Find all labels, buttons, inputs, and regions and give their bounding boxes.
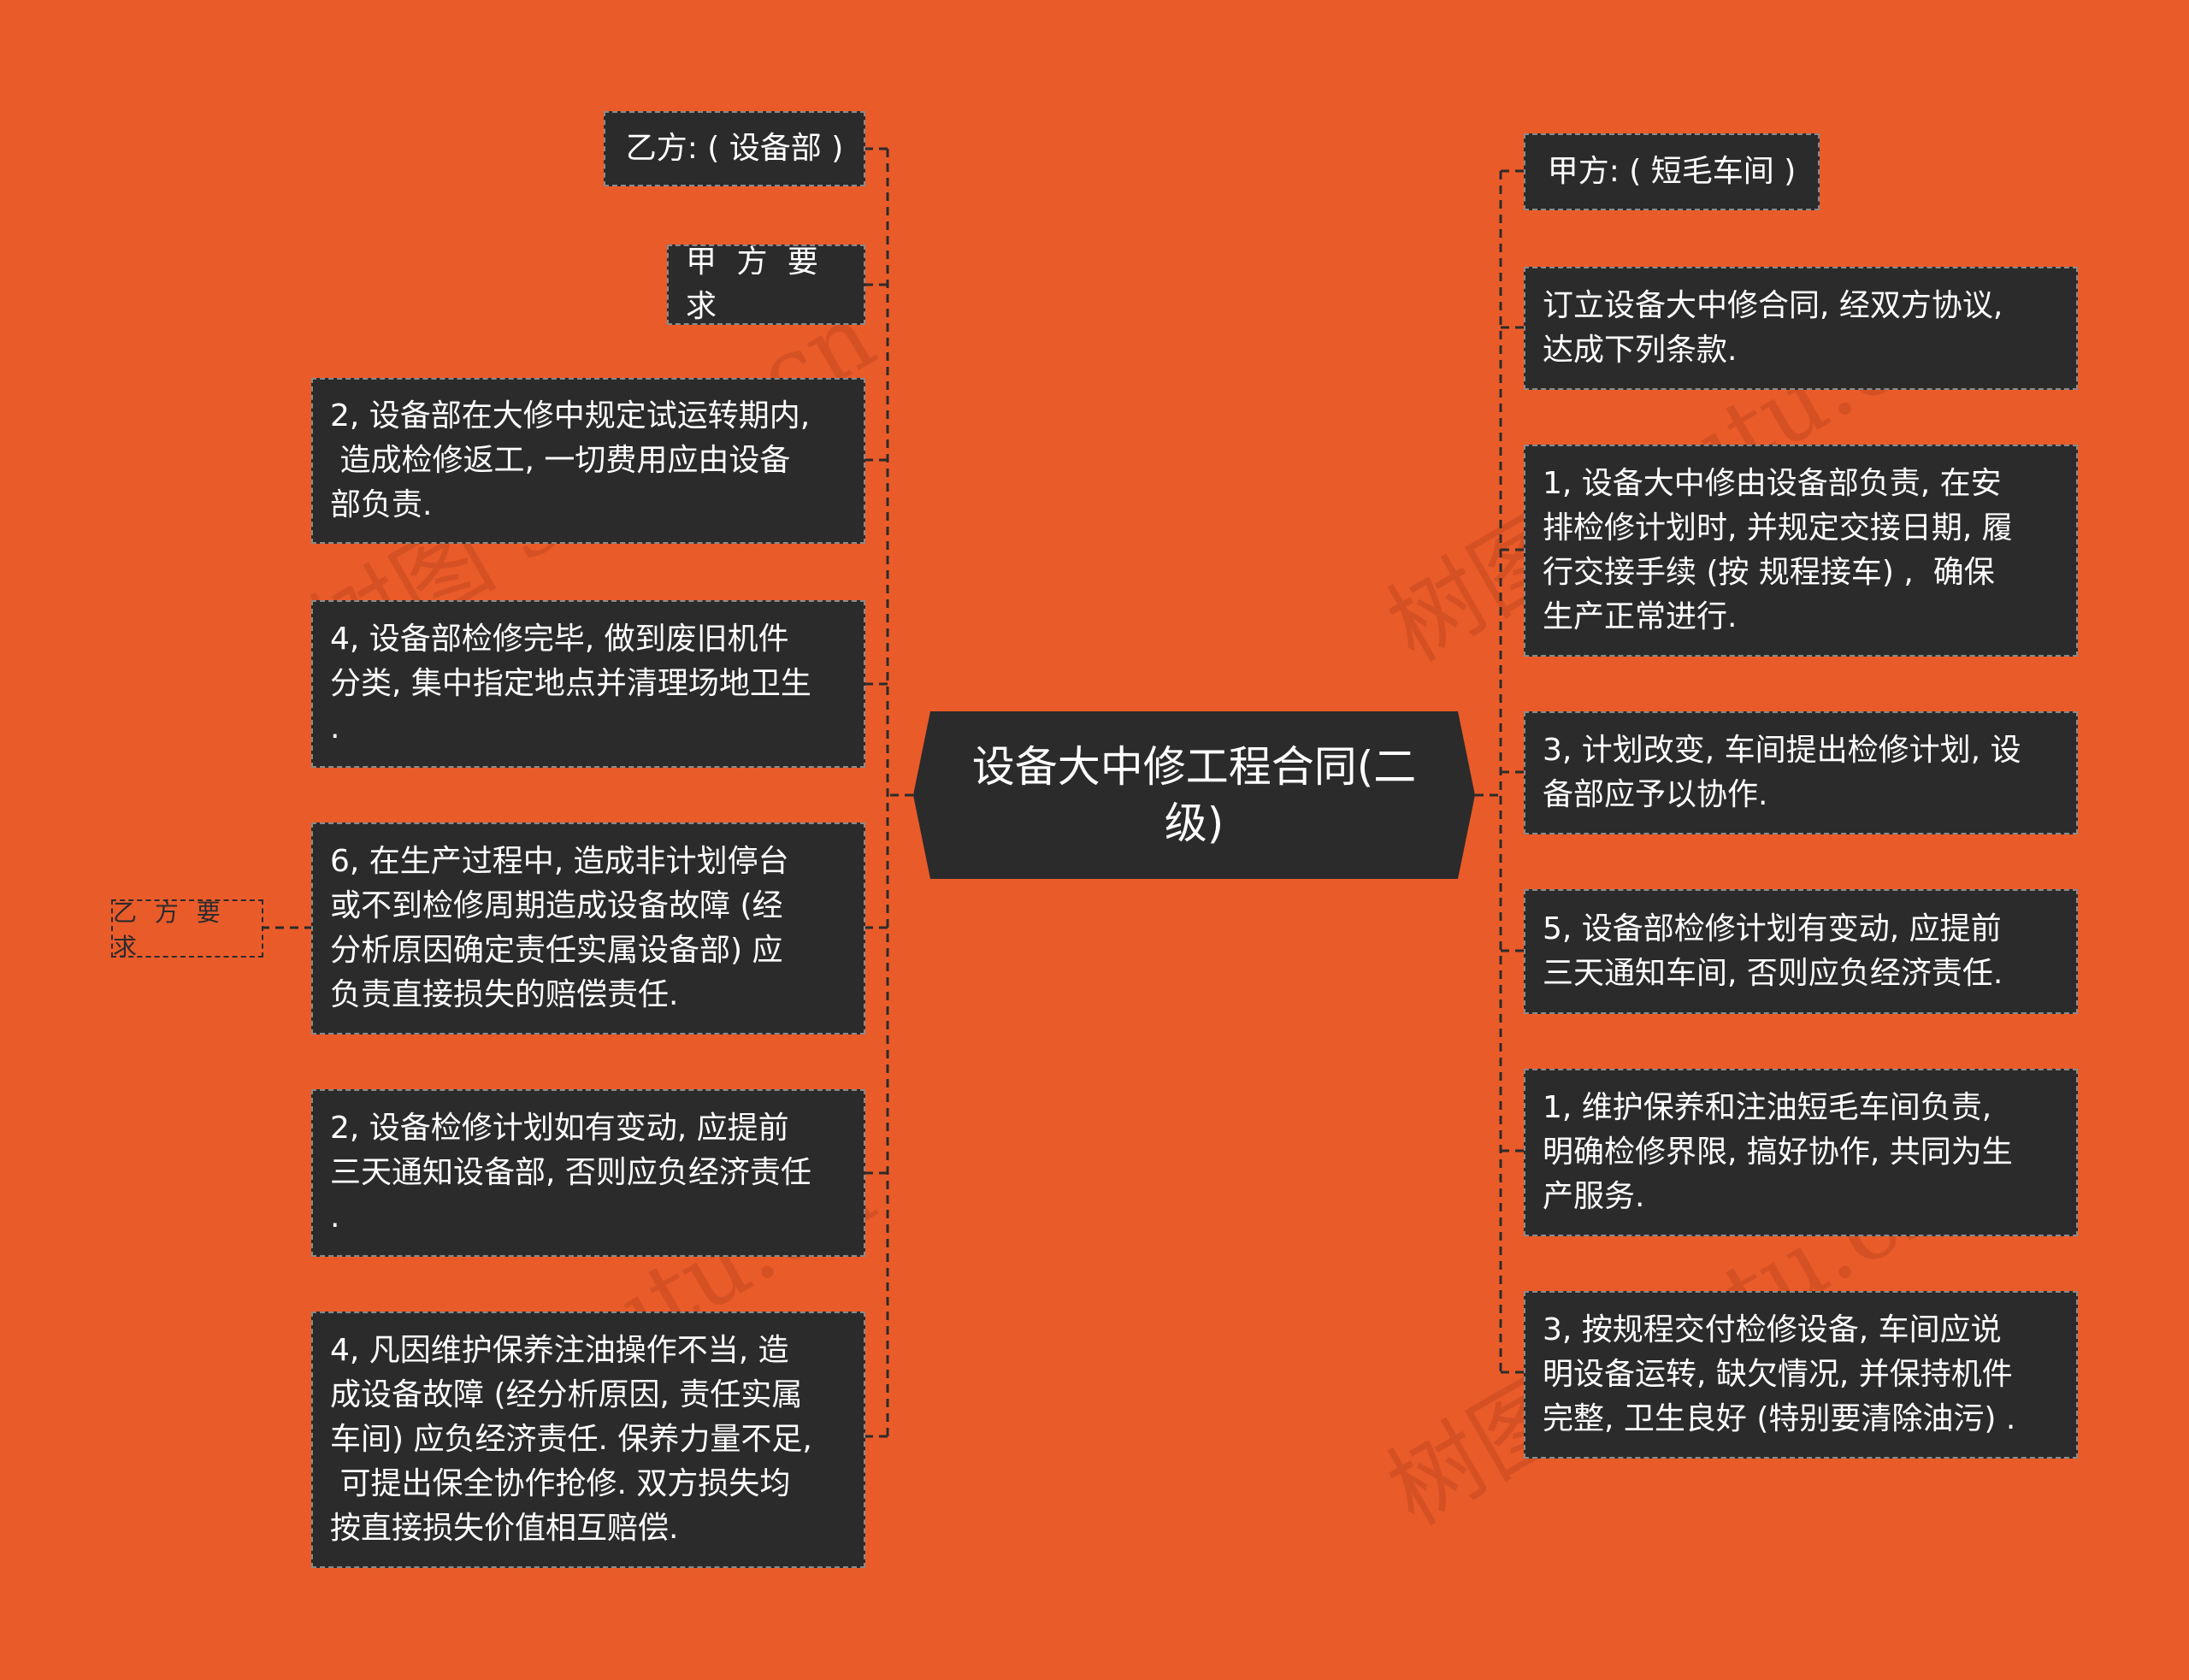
node-party-a[interactable]: 甲方: ( 短毛车间 )	[1524, 133, 1820, 210]
node-left-clause-6[interactable]: 6, 在生产过程中, 造成非计划停台 或不到检修周期造成设备故障 (经 分析原因…	[311, 822, 865, 1035]
node-party-b-requirements[interactable]: 乙 方 要 求	[111, 899, 263, 961]
node-left-clause-2b[interactable]: 2, 设备检修计划如有变动, 应提前 三天通知设备部, 否则应负经济责任 .	[311, 1089, 865, 1257]
node-left-clause-2a[interactable]: 2, 设备部在大修中规定试运转期内, 造成检修返工, 一切费用应由设备 部负责.	[311, 378, 865, 544]
central-topic-title: 设备大中修工程合同(二级)	[971, 742, 1417, 848]
central-topic[interactable]: 设备大中修工程合同(二级)	[913, 711, 1475, 879]
node-right-clause-3b[interactable]: 3, 按规程交付检修设备, 车间应说 明设备运转, 缺欠情况, 并保持机件 完整…	[1524, 1291, 2078, 1459]
node-right-clause-1b[interactable]: 1, 维护保养和注油短毛车间负责, 明确检修界限, 搞好协作, 共同为生 产服务…	[1524, 1069, 2078, 1236]
node-party-b[interactable]: 乙方: ( 设备部 )	[604, 111, 865, 186]
node-right-clause-5[interactable]: 5, 设备部检修计划有变动, 应提前 三天通知车间, 否则应负经济责任.	[1524, 889, 2078, 1014]
node-right-clause-1a[interactable]: 1, 设备大中修由设备部负责, 在安 排检修计划时, 并规定交接日期, 履 行交…	[1524, 445, 2078, 657]
node-left-clause-4a[interactable]: 4, 设备部检修完毕, 做到废旧机件 分类, 集中指定地点并清理场地卫生 .	[311, 600, 865, 768]
central-topic-shape	[913, 711, 1475, 879]
node-right-intro[interactable]: 订立设备大中修合同, 经双方协议, 达成下列条款.	[1524, 267, 2078, 390]
node-left-clause-4b[interactable]: 4, 凡因维护保养注油操作不当, 造 成设备故障 (经分析原因, 责任实属 车间…	[311, 1312, 865, 1568]
left-trunk-line	[886, 149, 913, 1436]
node-right-clause-3a[interactable]: 3, 计划改变, 车间提出检修计划, 设 备部应予以协作.	[1524, 711, 2078, 834]
node-party-a-requirements[interactable]: 甲 方 要 求	[667, 245, 865, 325]
right-trunk-line	[1475, 171, 1502, 1372]
